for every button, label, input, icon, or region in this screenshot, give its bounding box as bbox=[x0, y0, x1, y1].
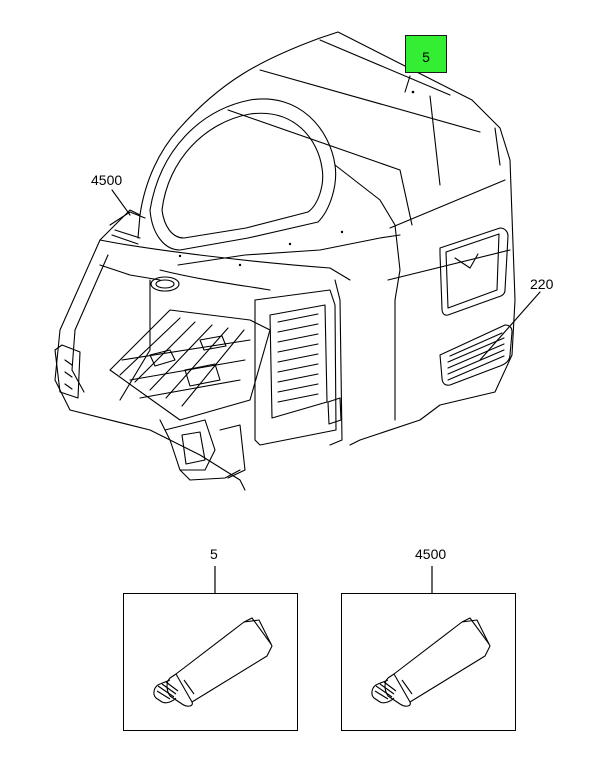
tube-icon bbox=[371, 617, 491, 707]
detail-callout-1[interactable]: 5 bbox=[210, 546, 218, 562]
detail-box-2 bbox=[341, 593, 516, 731]
highlighted-callout[interactable]: 5 bbox=[405, 35, 447, 73]
tube-icon bbox=[153, 617, 273, 707]
highlighted-callout-label: 5 bbox=[422, 49, 430, 65]
detail-callout-2[interactable]: 4500 bbox=[415, 546, 447, 562]
callout-side-panel[interactable]: 220 bbox=[530, 276, 554, 292]
callout-roof-seal[interactable]: 4500 bbox=[91, 172, 123, 188]
detail-box-1 bbox=[123, 593, 298, 731]
